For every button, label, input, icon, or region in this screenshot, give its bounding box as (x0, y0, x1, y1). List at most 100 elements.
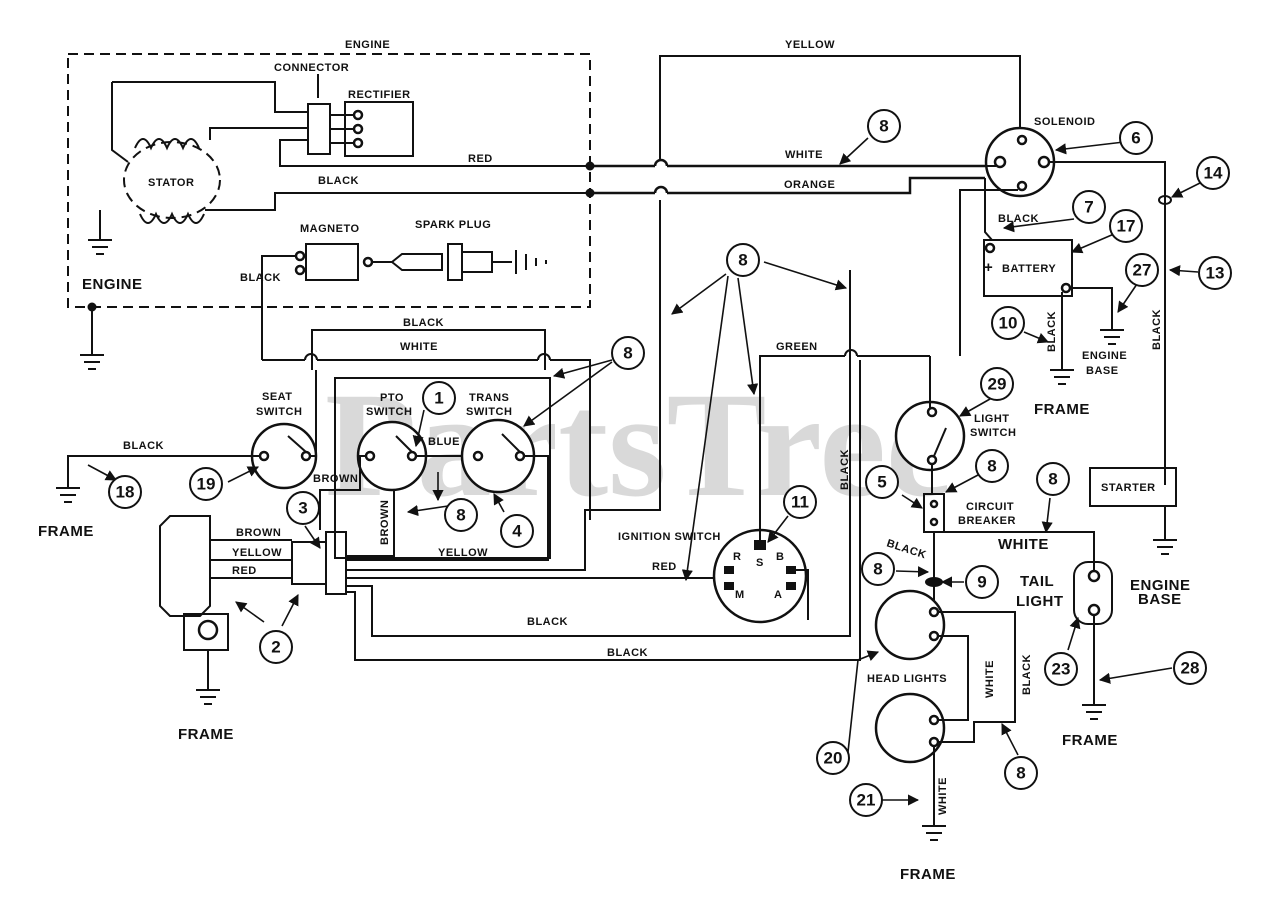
stator: STATOR (123, 138, 221, 224)
callout-8-b: 8 (726, 243, 760, 277)
svg-text:8: 8 (623, 344, 632, 363)
wire-black-stator-label: BLACK (318, 175, 359, 187)
ign-terminal-a: A (774, 589, 782, 601)
engine-base-2b: BASE (1138, 591, 1182, 608)
solenoid-label: SOLENOID (1034, 116, 1095, 128)
engine-ground (88, 239, 112, 255)
callout-29: 29 (980, 367, 1014, 401)
frame-bottom-label: FRAME (900, 866, 956, 883)
callout-7: 7 (1072, 190, 1106, 224)
wire-red-ign-label: RED (652, 561, 677, 573)
callout-8-f: 8 (1036, 462, 1070, 496)
svg-text:14: 14 (1204, 164, 1223, 183)
starter-label: STARTER (1101, 482, 1156, 494)
callout-2: 2 (259, 630, 293, 664)
pto-label-2: SWITCH (366, 406, 412, 418)
callout-6: 6 (1119, 121, 1153, 155)
wire-black-magneto-label: BLACK (240, 272, 281, 284)
wire-brown-reg-label: BROWN (236, 527, 281, 539)
wire-brown-pto-label: BROWN (313, 473, 358, 485)
callout-18: 18 (108, 475, 142, 509)
svg-text:18: 18 (116, 483, 135, 502)
breaker-label-1: CIRCUIT (966, 501, 1014, 513)
light-switch-label-1: LIGHT (974, 413, 1010, 425)
ign-terminal-r: R (733, 551, 741, 563)
wire-white-ground-label: WHITE (937, 777, 949, 815)
engine-box-label: ENGINE (345, 39, 390, 51)
callout-1: 1 (422, 381, 456, 415)
wire-brown-vertical-label: BROWN (379, 500, 391, 545)
connector-label: CONNECTOR (274, 62, 349, 74)
ign-terminal-s: S (756, 557, 764, 569)
wire-black-13-label: BLACK (1151, 309, 1163, 350)
svg-text:29: 29 (988, 375, 1007, 394)
wire-black-bottom1-label: BLACK (527, 616, 568, 628)
ignition-switch: R S B M A (712, 528, 808, 624)
rectifier-label: RECTIFIER (348, 89, 411, 101)
svg-text:8: 8 (1048, 470, 1057, 489)
head-light-2 (874, 692, 946, 764)
wire-black-vertical-label: BLACK (839, 449, 851, 490)
svg-text:7: 7 (1084, 198, 1093, 217)
svg-text:11: 11 (791, 493, 809, 512)
wire-black-breaker-label: BLACK (885, 537, 928, 561)
frame-ground-reg (196, 689, 220, 705)
breaker-label-2: BREAKER (958, 515, 1016, 527)
svg-text:8: 8 (879, 117, 888, 136)
wire-black-bottom2-label: BLACK (607, 647, 648, 659)
callout-8-e: 8 (975, 449, 1009, 483)
wire-red-label: RED (468, 153, 493, 165)
callout-19: 19 (189, 467, 223, 501)
connector (307, 103, 331, 155)
starter (1089, 467, 1177, 507)
seat-switch-label-1: SEAT (262, 391, 293, 403)
trans-label-1: TRANS (469, 392, 509, 404)
wire-black-seat-label: BLACK (123, 440, 164, 452)
callout-21: 21 (849, 783, 883, 817)
callout-8-a: 8 (867, 109, 901, 143)
wire-black-harness-label: BLACK (403, 317, 444, 329)
svg-text:27: 27 (1133, 261, 1152, 280)
svg-text:4: 4 (512, 522, 522, 541)
callout-10: 10 (991, 306, 1025, 340)
seat-switch-label-2: SWITCH (256, 406, 302, 418)
light-switch-label-2: SWITCH (970, 427, 1016, 439)
battery-label: BATTERY (1002, 263, 1056, 275)
magneto-label: MAGNETO (300, 223, 360, 235)
engine-box (67, 53, 591, 308)
wire-yellow-top-label: YELLOW (785, 39, 835, 51)
svg-text:1: 1 (434, 389, 443, 408)
svg-text:19: 19 (197, 475, 216, 494)
wire-black-battery-label: BLACK (998, 213, 1039, 225)
wire-green-label: GREEN (776, 341, 818, 353)
svg-text:8: 8 (456, 506, 465, 525)
pto-label-1: PTO (380, 392, 404, 404)
engine-base-2a: ENGINE (1130, 577, 1191, 594)
ign-terminal-b: B (776, 551, 784, 563)
engine-base-1b: BASE (1086, 365, 1119, 377)
head-light-1 (874, 589, 946, 661)
regulator (159, 515, 211, 617)
svg-text:9: 9 (977, 573, 986, 592)
callout-8-h: 8 (1004, 756, 1038, 790)
callout-5: 5 (865, 465, 899, 499)
svg-text:10: 10 (999, 314, 1018, 333)
callout-20: 20 (816, 741, 850, 775)
svg-text:21: 21 (857, 791, 876, 810)
head-lights-label: HEAD LIGHTS (867, 673, 947, 685)
wire-black-head-label: BLACK (1021, 654, 1033, 695)
frame-tail-label: FRAME (1062, 732, 1118, 749)
callout-14: 14 (1196, 156, 1230, 190)
callout-13: 13 (1198, 256, 1232, 290)
engine-base-1a: ENGINE (1082, 350, 1127, 362)
callout-8-g: 8 (861, 552, 895, 586)
solenoid (984, 126, 1056, 198)
callout-11: 11 (783, 485, 817, 519)
svg-text:8: 8 (1016, 764, 1025, 783)
callout-23: 23 (1044, 652, 1078, 686)
svg-text:6: 6 (1131, 129, 1140, 148)
harness-connector (291, 541, 327, 585)
wire-orange-label: ORANGE (784, 179, 835, 191)
wire-yellow-bottom-label: YELLOW (438, 547, 488, 559)
